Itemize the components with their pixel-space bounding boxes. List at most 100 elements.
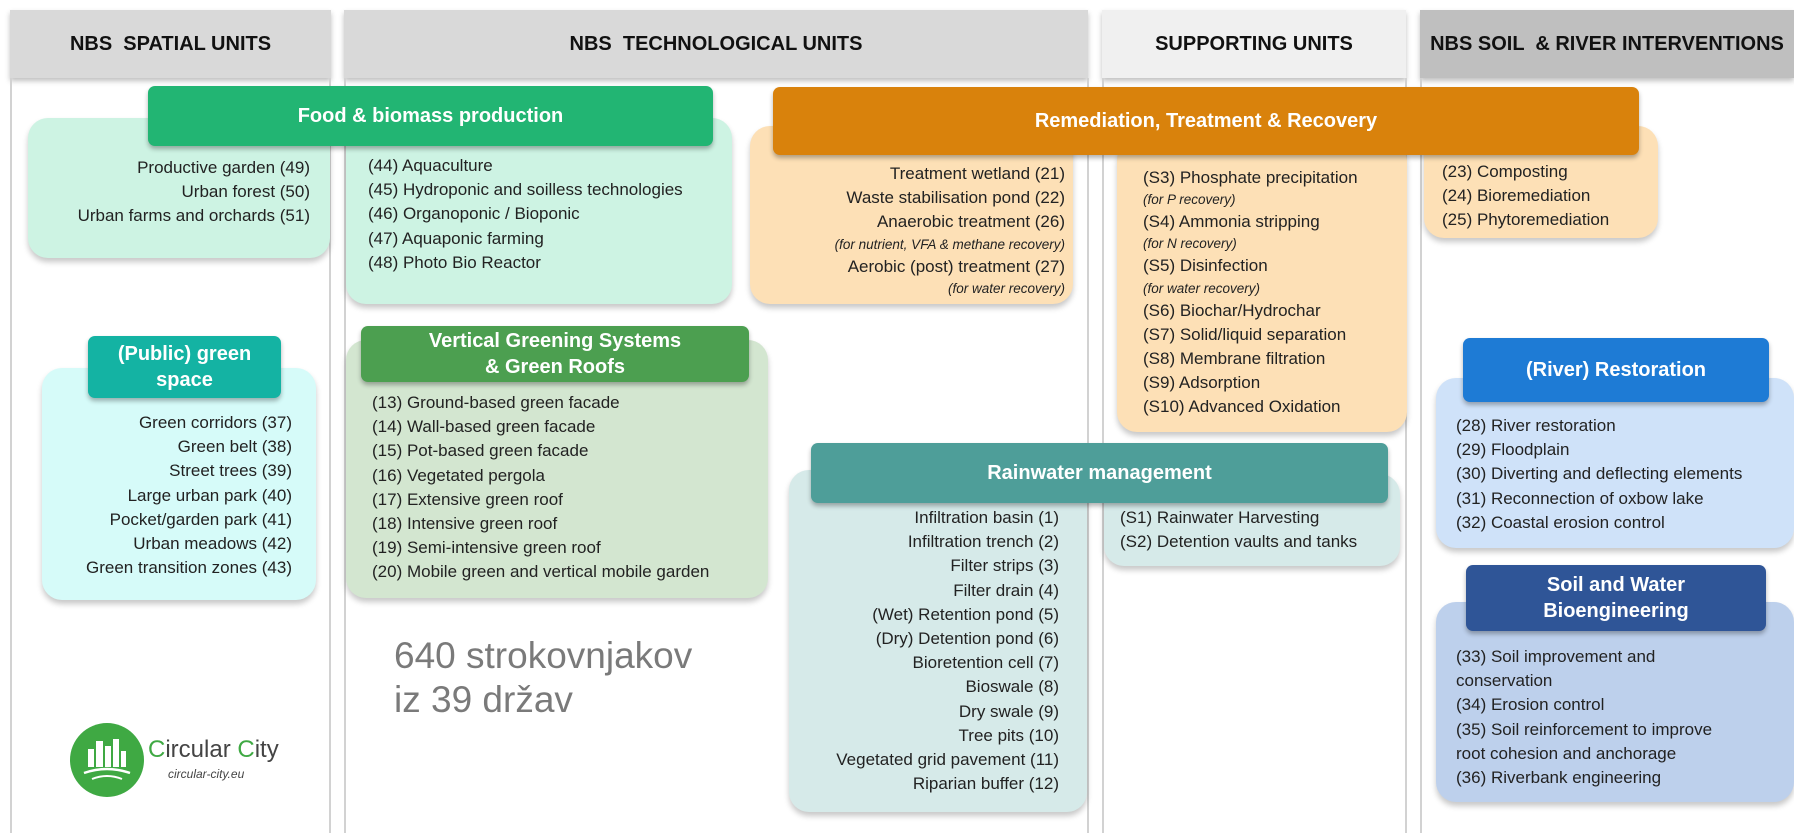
list-item: (S5) Disinfection xyxy=(1143,256,1268,276)
list-item: (13) Ground-based green facade xyxy=(372,393,620,412)
river-restoration-label: (River) Restoration xyxy=(1463,338,1769,402)
list-item: Green corridors (37) xyxy=(138,413,292,432)
experts-caption: 640 strokovnjakov iz 39 držav xyxy=(394,634,692,722)
list-item: Green belt (38) xyxy=(177,437,292,457)
remediation-label-text: Remediation, Treatment & Recovery xyxy=(1034,110,1378,132)
list-item: (S8) Membrane filtration xyxy=(1143,349,1326,369)
logo-letter: C xyxy=(148,736,166,763)
list-item: (S9) Adsorption xyxy=(1143,373,1261,393)
food-biomass-label-text: Food & biomass production xyxy=(297,105,564,127)
list-item: (S10) Advanced Oxidation xyxy=(1143,397,1341,417)
list-item: Treatment wetland (21) xyxy=(889,164,1065,183)
list-item: Aerobic (post) treatment (27) xyxy=(847,256,1065,276)
list-item: (Wet) Retention pond (5) xyxy=(872,604,1059,624)
remediation-supporting-box: (S3) Phosphate precipitation (for P reco… xyxy=(1117,140,1407,432)
list-item: (28) River restoration xyxy=(1456,416,1616,435)
header-supporting-label: SUPPORTING UNITS xyxy=(1155,32,1353,55)
list-item: Green transition zones (43) xyxy=(86,558,292,578)
list-item: (30) Diverting and deflecting elements xyxy=(1456,464,1743,484)
list-item: Bioswale (8) xyxy=(965,677,1059,697)
list-item: (23) Composting xyxy=(1442,162,1568,181)
list-item: root cohesion and anchorage xyxy=(1456,743,1677,763)
header-spatial-label: NBS SPATIAL UNITS xyxy=(69,32,272,55)
list-item: Dry swale (9) xyxy=(958,701,1059,721)
list-item: (15) Pot-based green facade xyxy=(372,441,589,461)
column-divider xyxy=(1405,78,1407,833)
vertical-greening-label-line1: Vertical Greening Systems xyxy=(428,330,682,352)
river-restoration-label-text: (River) Restoration xyxy=(1525,359,1707,381)
header-soil-river-label: NBS SOIL & RIVER INTERVENTIONS xyxy=(1430,32,1784,55)
logo-text: ity xyxy=(254,736,279,763)
header-technological-units: NBS TECHNOLOGICAL UNITS xyxy=(344,10,1088,78)
list-item: (17) Extensive green roof xyxy=(372,489,563,509)
soil-bioengineering-label-line2: Bioengineering xyxy=(1543,600,1689,622)
list-item: Anaerobic treatment (26) xyxy=(876,212,1065,232)
list-item: (16) Vegetated pergola xyxy=(372,465,545,485)
vertical-greening-box: (13) Ground-based green facade (14) Wall… xyxy=(346,340,768,598)
remediation-label: Remediation, Treatment & Recovery xyxy=(773,87,1639,155)
list-item: (44) Aquaculture xyxy=(368,156,493,175)
list-item: Infiltration basin (1) xyxy=(914,508,1059,527)
list-item: Tree pits (10) xyxy=(958,725,1059,745)
list-item-note: (for nutrient, VFA & methane recovery) xyxy=(834,236,1065,252)
column-divider xyxy=(1420,78,1422,833)
list-item: (46) Organoponic / Biopo­nic xyxy=(368,204,580,224)
river-restoration-box: (28) River restoration (29) Floodplain (… xyxy=(1436,378,1794,548)
list-item: (S3) Phosphate precipitation xyxy=(1143,168,1358,187)
rainwater-tech-box: Infiltration basin (1) Infiltration tren… xyxy=(789,470,1087,812)
list-item: (18) Intensive green roof xyxy=(372,514,558,534)
green-space-label: (Public) green space xyxy=(88,336,281,398)
list-item: (Dry) Detention pond (6) xyxy=(875,629,1059,649)
green-space-label-text: (Public) green space xyxy=(117,343,252,391)
list-item: (35) Soil reinforcement to improve xyxy=(1456,719,1713,739)
vertical-greening-label: Vertical Greening Systems & Green Roofs xyxy=(361,326,749,382)
list-item: (29) Floodplain xyxy=(1456,440,1570,460)
list-item: Infiltration trench (2) xyxy=(907,532,1059,552)
list-item: Urban forest (50) xyxy=(181,182,311,202)
list-item: (S6) Biochar/Hydrochar xyxy=(1143,300,1321,320)
list-item: (33) Soil improvement and xyxy=(1456,647,1656,666)
list-item: (14) Wall-based green facade xyxy=(372,417,596,437)
city-skyline-icon xyxy=(70,723,144,797)
list-item: Vegetated grid pavement (11) xyxy=(836,750,1059,770)
list-item: (24) Bioremediation xyxy=(1442,186,1591,206)
header-supporting-units: SUPPORTING UNITS xyxy=(1102,10,1406,78)
list-item-note: (for N recovery) xyxy=(1143,236,1237,252)
remediation-tech-box: Treatment wetland (21) Waste stabilisati… xyxy=(750,126,1073,304)
list-item: Riparian buffer (12) xyxy=(912,774,1059,794)
experts-caption-line2: iz 39 držav xyxy=(394,679,573,720)
vertical-greening-label-line2: & Green Roofs xyxy=(484,356,626,378)
list-item: (36) Riverbank engineering xyxy=(1456,768,1662,788)
experts-caption-line1: 640 strokovnjakov xyxy=(394,635,693,676)
list-item: conservation xyxy=(1456,671,1553,691)
logo-text: ircular xyxy=(165,736,238,763)
header-spatial-units: NBS SPATIAL UNITS xyxy=(10,10,331,78)
list-item: Bioretention cell (7) xyxy=(912,653,1059,673)
list-item: (32) Coastal erosion control xyxy=(1456,512,1665,532)
list-item: (45) Hydroponic and soilless technologie… xyxy=(368,180,683,200)
food-tech-box: (44) Aquaculture (45) Hydroponic and soi… xyxy=(346,118,732,304)
rainwater-label: Rainwater management xyxy=(811,443,1388,503)
logo-letter: C xyxy=(237,736,255,763)
list-item: (S4) Ammonia stripping xyxy=(1143,212,1320,232)
list-item-note: (for water recovery) xyxy=(947,280,1065,296)
list-item: Filter drain (4) xyxy=(953,580,1059,600)
logo-url: circular-city.eu xyxy=(168,767,245,781)
soil-bioengineering-label-line1: Soil and Water xyxy=(1546,574,1686,596)
list-item: Street trees (39) xyxy=(169,461,292,481)
list-item: Waste stabilisation pond (22) xyxy=(846,188,1065,208)
column-divider xyxy=(10,78,12,833)
list-item: Large urban park (40) xyxy=(127,485,292,505)
list-item: (47) Aquaponic farming xyxy=(368,228,544,248)
list-item: (S1) Rainwater Harvesting xyxy=(1120,508,1320,527)
header-technological-label: NBS TECHNOLOGICAL UNITS xyxy=(569,32,863,55)
column-divider xyxy=(344,78,346,833)
list-item: Pocket/garden park (41) xyxy=(109,509,292,529)
list-item: Filter strips (3) xyxy=(950,556,1059,576)
list-item: (31) Reconnection of oxbow lake xyxy=(1456,488,1704,508)
soil-bioengineering-box: (33) Soil improvement and conservation (… xyxy=(1436,602,1794,802)
list-item: (S2) Detention vaults and tanks xyxy=(1120,532,1358,552)
header-soil-river: NBS SOIL & RIVER INTERVENTIONS xyxy=(1420,10,1794,78)
list-item: Productive garden (49) xyxy=(137,158,310,177)
green-space-box: Green corridors (37) Green belt (38) Str… xyxy=(42,368,316,600)
